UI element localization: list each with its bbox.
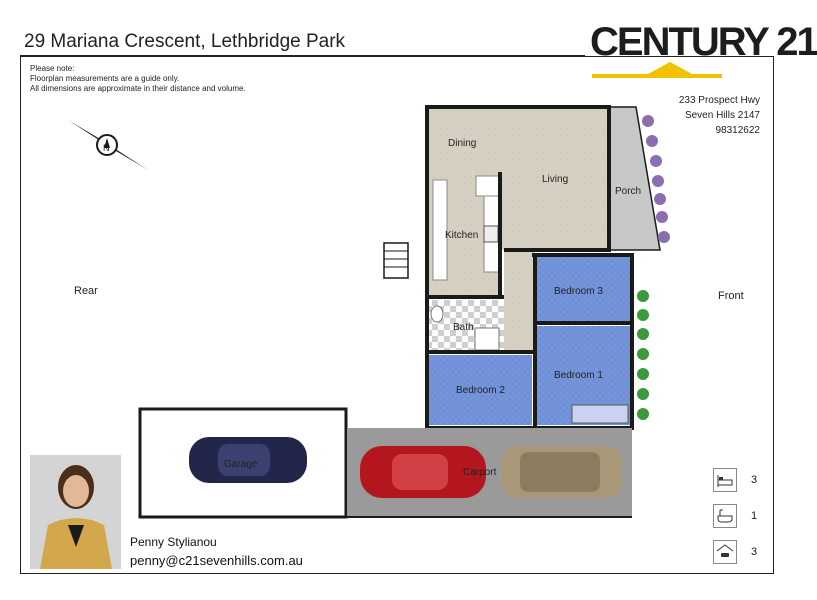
bedroom-2-area — [427, 355, 532, 425]
front-garden-plants — [637, 115, 670, 420]
bathtub-icon — [713, 504, 737, 528]
cooktop-icon — [483, 225, 499, 243]
stat-bedrooms: 3 — [713, 468, 763, 492]
stat-parking: 3 — [713, 540, 763, 564]
built-in-robe — [571, 404, 629, 424]
shower-icon — [474, 327, 500, 351]
office-street: 233 Prospect Hwy — [678, 95, 760, 106]
garage-icon — [713, 540, 737, 564]
walls — [425, 105, 634, 430]
kitchen-island — [475, 175, 501, 197]
room-label-porch: Porch — [615, 186, 641, 197]
rear-steps — [383, 242, 409, 279]
compass-icon: N — [68, 120, 148, 170]
rear-label: Rear — [74, 285, 98, 297]
room-label-bedroom-1: Bedroom 1 — [554, 370, 603, 381]
room-label-kitchen: Kitchen — [445, 230, 478, 241]
carport-suv-icon — [502, 446, 622, 498]
office-details: 233 Prospect Hwy Seven Hills 2147 983126… — [679, 93, 760, 138]
plan-frame — [20, 56, 774, 574]
office-suburb: Seven Hills 2147 — [684, 110, 760, 121]
logo-roof-icon — [648, 62, 692, 74]
bathroom-count: 1 — [751, 510, 758, 522]
title-divider — [20, 55, 585, 56]
room-label-bedroom-2: Bedroom 2 — [456, 385, 505, 396]
carport-red-car-icon — [360, 446, 486, 498]
room-label-garage: Garage — [224, 459, 258, 470]
stat-bathrooms: 1 — [713, 504, 763, 528]
garage-car-icon — [189, 437, 307, 483]
parking-count: 3 — [751, 546, 758, 558]
page-title: 29 Mariana Crescent, Lethbridge Park — [24, 31, 346, 52]
room-label-carport: Carport — [463, 467, 497, 478]
note-heading: Please note: — [30, 64, 75, 73]
floorplan: N — [68, 105, 670, 519]
logo-underline — [592, 74, 722, 78]
bedroom-3-area — [535, 255, 630, 323]
note-line-2: All dimensions are approximate in their … — [30, 84, 246, 93]
front-label: Front — [718, 290, 744, 302]
kitchen-bench — [432, 179, 448, 281]
office-phone: 98312622 — [715, 125, 761, 136]
bedroom-count: 3 — [751, 474, 758, 486]
century21-logo: CENTURY 21 — [588, 18, 817, 90]
toilet-icon — [430, 305, 444, 323]
bed-icon — [713, 468, 737, 492]
agent-email[interactable]: penny@c21sevenhills.com.au — [130, 553, 303, 568]
room-label-bath: Bath — [453, 322, 474, 333]
compass-label: N — [103, 143, 110, 153]
porch-area — [608, 106, 661, 251]
hallway — [504, 250, 535, 352]
room-label-bedroom-3: Bedroom 3 — [554, 286, 603, 297]
logo-wordmark: CENTURY 21 — [590, 20, 817, 64]
disclaimer-note: Please note: Floorplan measurements are … — [30, 64, 246, 94]
room-label-living: Living — [542, 174, 568, 185]
agent-photo — [30, 455, 121, 569]
room-label-dining: Dining — [448, 138, 476, 149]
agent-name: Penny Stylianou — [130, 535, 217, 549]
note-line-1: Floorplan measurements are a guide only. — [30, 74, 180, 83]
